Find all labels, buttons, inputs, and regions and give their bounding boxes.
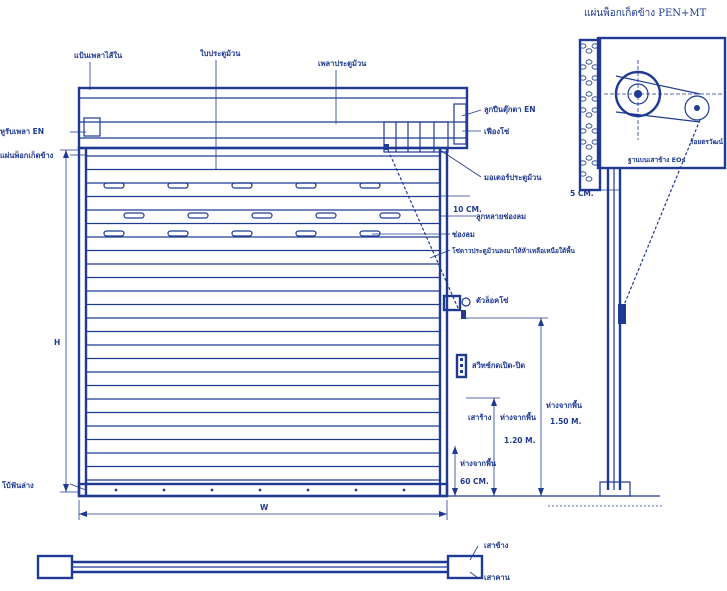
bottom-plan <box>36 545 484 580</box>
air-vent-slot <box>251 212 273 219</box>
hatch-mark <box>579 75 587 81</box>
air-vent-slot <box>103 230 125 237</box>
label-dim-10cm: 10 CM. <box>453 205 482 214</box>
bolt <box>258 488 262 492</box>
air-vent-slot <box>359 230 381 237</box>
shaft-box <box>77 86 469 150</box>
air-vent-slot <box>295 182 317 189</box>
label-gear: เฟืองโซ่ <box>484 126 509 136</box>
bolt <box>306 488 310 492</box>
label-air-vent: ช่องลม <box>452 230 475 239</box>
air-vent-slot <box>167 230 189 237</box>
label-height-150-b: 1.50 M. <box>550 417 582 426</box>
hatch-mark <box>579 107 587 113</box>
side-view <box>548 36 727 507</box>
hatch-mark <box>579 139 587 145</box>
bottom-bar <box>77 482 449 498</box>
air-vent-slot <box>359 182 381 189</box>
side-pocket <box>596 36 727 170</box>
label-side-title: แผ่นพ็อกเก็ตข้าง PEN+MT <box>584 5 707 19</box>
side-lock <box>618 304 626 324</box>
label-shaft-support-en: หูรับเพลา EN <box>0 127 44 137</box>
hatch-mark <box>585 155 593 161</box>
hatch-mark <box>579 96 587 102</box>
air-vent-slot <box>123 212 145 219</box>
hatch-mark <box>585 112 593 118</box>
label-vent-slat: ลูกหลายช่องลม <box>476 212 526 222</box>
label-door-shaft: เพลาประตูม้วน <box>318 59 367 69</box>
bolt <box>402 488 406 492</box>
hatch-mark <box>579 128 587 134</box>
hatch-mark <box>579 160 587 166</box>
label-chain-note: โซ่ดาวประตูม้วนลงมาให้ห้าเหลือเหนือใต้พื… <box>451 245 576 256</box>
air-vent-slot <box>295 230 317 237</box>
air-vent-slot <box>167 182 189 189</box>
hatch-mark <box>585 144 593 150</box>
bolt <box>354 488 358 492</box>
hatch-mark <box>579 64 587 70</box>
hatch-mark <box>585 80 593 86</box>
air-vent-slot <box>103 182 125 189</box>
label-shaft-cover: แป้นเพลาไส้ใน <box>74 50 123 60</box>
air-vents <box>103 182 401 237</box>
hatch-mark <box>585 48 593 54</box>
labels: แป้นเพลาไส้ใน ใบประตูม้วน เพลาประตูม้วน … <box>0 5 723 582</box>
hatch-mark <box>585 91 593 97</box>
label-door-leaf: ใบประตูม้วน <box>200 49 241 59</box>
air-vent-slot <box>231 230 253 237</box>
label-side-post: เสาข้าง <box>484 541 509 550</box>
label-side-5cm: 5 CM. <box>570 189 594 198</box>
bolt <box>114 488 118 492</box>
right-bearing <box>453 103 467 145</box>
label-chain-lock: ตัวล็อคโซ่ <box>476 295 508 305</box>
bolt <box>210 488 214 492</box>
hatch-mark <box>585 176 593 182</box>
air-vent-slot <box>231 182 253 189</box>
wall-section <box>578 38 602 192</box>
hatch-mark <box>579 43 587 49</box>
door-frame <box>77 146 449 498</box>
label-height-150-a: ห่างจากพื้น <box>546 399 583 410</box>
label-bearing-en: ลูกปืนตุ๊กตา EN <box>484 105 536 115</box>
front-view <box>77 86 471 498</box>
label-motor: มอเตอร์ประตูม้วน <box>484 173 542 183</box>
label-side-rotor: ร้อยตรวัฒน์ <box>690 137 723 146</box>
label-height-120-a: ห่างจากพื้น <box>500 411 537 422</box>
hatch-mark <box>585 59 593 65</box>
label-bottom-bar: โบ้ฟันล่าง <box>1 480 34 490</box>
motor-gear <box>684 95 710 121</box>
air-vent-slot <box>315 212 337 219</box>
label-beam: เสาคาน <box>484 573 511 582</box>
air-vent-slot <box>379 212 401 219</box>
label-dim-h: H <box>54 338 60 347</box>
hatch-mark <box>579 171 587 177</box>
chain <box>387 149 459 309</box>
switch-box <box>455 353 468 379</box>
chain-lock <box>442 294 462 312</box>
label-side-stand: ฐานบนเสาข้าง EOs <box>628 155 686 165</box>
hatch-mark <box>585 123 593 129</box>
label-height-120-b: 1.20 M. <box>504 436 536 445</box>
label-switch: สวิทช์กดเปิด-ปิด <box>472 361 525 370</box>
leaders <box>69 60 482 491</box>
label-dim-w: W <box>260 503 269 512</box>
left-bearing <box>83 117 101 137</box>
bottom-bar-bolts <box>114 488 406 492</box>
dimensions <box>60 149 560 520</box>
door-slats <box>86 155 440 481</box>
bolt <box>162 488 166 492</box>
label-height-60-b: 60 CM. <box>460 477 489 486</box>
label-height-60-a: ห่างจากพื้น <box>460 457 497 468</box>
air-vent-slot <box>187 212 209 219</box>
label-guide-rail: เสาร้าง <box>468 413 492 422</box>
label-side-plate: แผ่นพ็อกเก็ตข้าง <box>0 150 54 160</box>
